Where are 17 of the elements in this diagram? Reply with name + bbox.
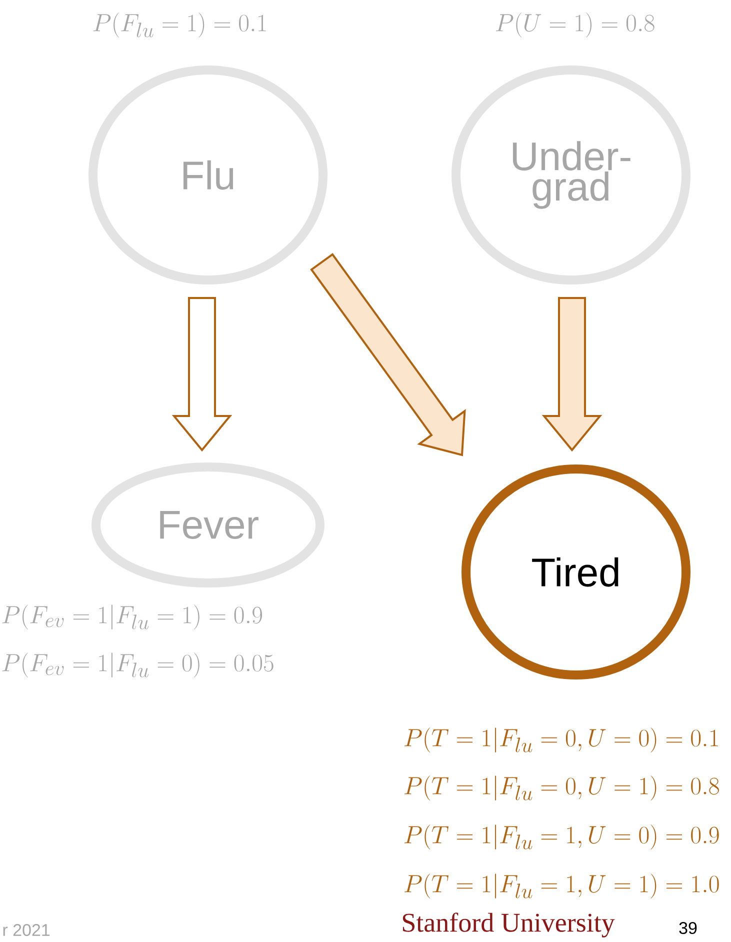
ellipse-node: Flu	[88, 66, 328, 284]
probability-formula: $P(F_{ev} = 1|F_{lu} = 1) = 0.9$	[2, 604, 262, 630]
footer-text: r 2021	[3, 924, 50, 936]
probability-formula: $P(T = 1|F_{lu} = 1, U = 1) = 1.0$	[404, 874, 719, 898]
probability-formula: $P(F_{ev} = 1|F_{lu} = 0) = 0.05$	[2, 652, 274, 678]
ellipse-node: Fever	[92, 462, 324, 588]
probability-formula: $P(U = 1) = 0.8$	[496, 12, 654, 38]
ellipse-node: Under- grad	[452, 66, 690, 284]
block-arrow	[172, 297, 232, 452]
footer-text: 39	[679, 922, 697, 934]
ellipse-node: Tired	[462, 464, 690, 680]
block-arrow	[542, 297, 602, 452]
probability-formula: $P(F_{lu} = 1) = 0.1$	[93, 12, 266, 38]
footer-text: Stanford University	[402, 912, 615, 938]
probability-formula: $P(T = 1|F_{lu} = 0, U = 1) = 0.8$	[404, 776, 719, 800]
probability-formula: $P(T = 1|F_{lu} = 0, U = 0) = 0.1$	[404, 728, 718, 752]
probability-formula: $P(T = 1|F_{lu} = 1, U = 0) = 0.9$	[404, 824, 719, 850]
